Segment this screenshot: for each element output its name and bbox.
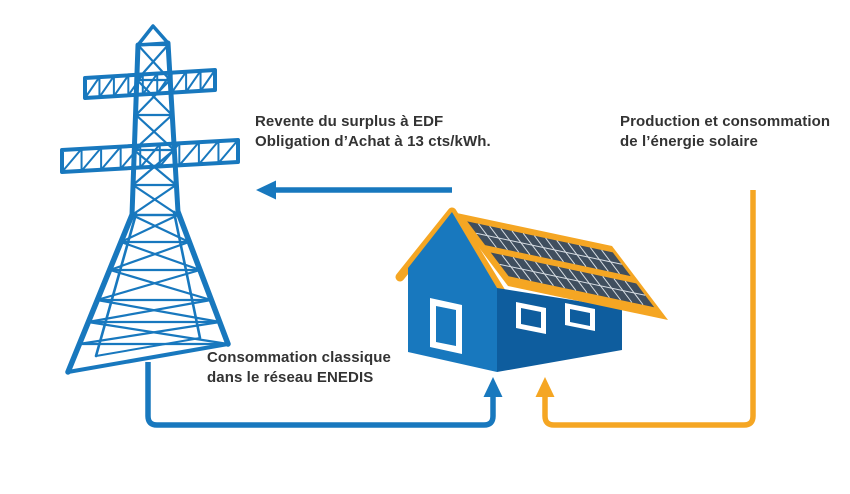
arrow-sell-surplus-to-grid [256, 180, 452, 200]
arrow-grid-consumption [145, 362, 503, 428]
arrow-solar-production-head [535, 377, 555, 397]
house-illustration [395, 207, 668, 372]
electricity-pylon-illustration [60, 24, 240, 375]
label-production-line2: de l’énergie solaire [620, 133, 758, 150]
label-consommation-line1: Consommation classique [207, 349, 391, 366]
solar-panel-1-grid [476, 223, 622, 274]
pylon-base-back [95, 337, 201, 357]
pylon-peak [136, 24, 170, 47]
pylon-arm-upper-lattice [84, 69, 216, 99]
arrow-grid-consumption-line [145, 362, 496, 428]
house-window-1-pane [521, 308, 541, 328]
pylon-body-lattice [77, 213, 230, 346]
label-revente: Revente du surplus à EDF Obligation d’Ac… [255, 112, 491, 152]
pylon-base [66, 342, 230, 374]
label-consommation: Consommation classique dans le réseau EN… [207, 348, 391, 388]
label-revente-line2: Obligation d’Achat à 13 cts/kWh. [255, 133, 491, 150]
arrow-solar-production-line [542, 190, 756, 428]
pylon-arm-lower-lattice [61, 139, 239, 173]
pylon-head-left [129, 42, 141, 218]
label-consommation-line2: dans le réseau ENEDIS [207, 369, 374, 386]
house-window-2-pane [570, 309, 590, 326]
label-production-line1: Production et consommation [620, 113, 831, 130]
label-revente-line1: Revente du surplus à EDF [255, 113, 444, 130]
pylon-head-lattice [130, 43, 180, 217]
house-door-panel [436, 306, 456, 346]
solar-panel-2-grid [499, 254, 646, 306]
arrow-grid-consumption-head [483, 377, 503, 397]
arrow-sell-surplus-head [256, 180, 276, 200]
arrow-solar-production-loop [535, 190, 756, 428]
label-production: Production et consommation de l’énergie … [620, 112, 830, 152]
